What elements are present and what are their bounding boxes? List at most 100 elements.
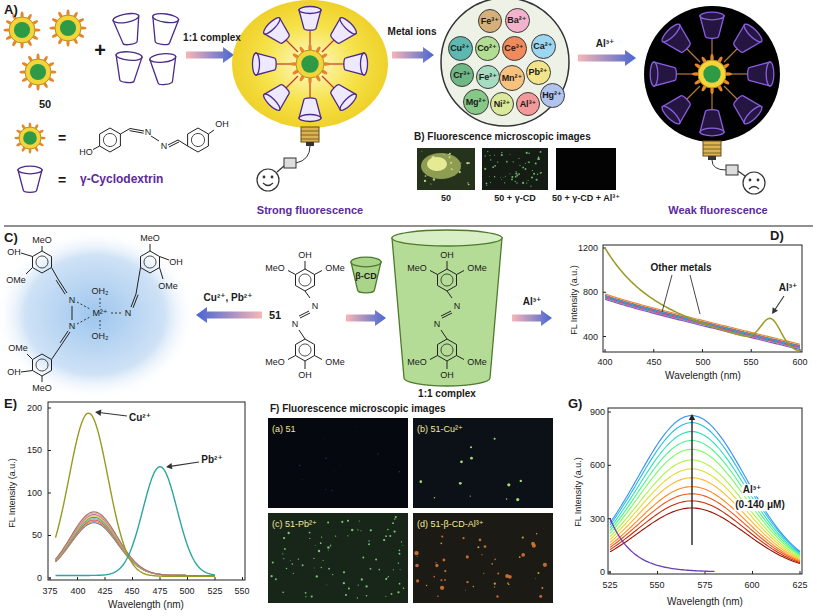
axis-tick-mark <box>605 349 606 352</box>
fluorescent-speck <box>356 426 358 428</box>
chemical-bond <box>441 311 451 316</box>
linker-line <box>322 76 334 88</box>
atom-label: M²⁺ <box>92 308 107 318</box>
bulb-thread <box>301 131 319 132</box>
spectrum-curve <box>610 460 800 557</box>
axis-tick-mark <box>132 577 133 580</box>
chemical-bond <box>160 257 170 261</box>
micrograph <box>556 148 616 190</box>
annotation: B) Fluorescence microscopic images <box>414 131 591 143</box>
fluorescent-speck <box>462 537 464 539</box>
node-text: (c) 51-Pb²⁺ <box>268 517 321 531</box>
cyclodextrin-cup <box>18 166 42 192</box>
aromatic-circle <box>299 274 311 286</box>
core-ring <box>698 60 726 88</box>
fluorescent-speck <box>325 458 327 460</box>
cup-rim <box>351 257 381 267</box>
node-text: (d) 51-β-CD-Al³⁺ <box>413 517 487 531</box>
core-center <box>23 131 37 145</box>
benzene-ring <box>438 269 457 291</box>
axis-tick: 500 <box>179 586 194 596</box>
cyclodextrin-cup <box>149 53 178 86</box>
pointer-line <box>101 413 127 416</box>
annotation: Cu²⁺ <box>129 412 151 424</box>
fluorescent-speck <box>516 171 517 172</box>
fluorescent-speck <box>539 595 542 598</box>
fluorescent-speck <box>383 539 385 541</box>
fluorescent-speck <box>416 556 418 558</box>
core-ring <box>55 15 81 41</box>
fluorescent-speck <box>489 175 491 177</box>
fluorescent-speck <box>530 186 531 187</box>
fluorescent-speck <box>399 569 401 571</box>
fluorescent-speck <box>443 154 444 155</box>
node-text: Ce³⁺ <box>504 43 523 53</box>
core-ring <box>25 59 51 85</box>
core-ring <box>9 17 35 43</box>
atom-label: OH <box>298 250 312 260</box>
core-center <box>30 64 46 80</box>
node-text: Co²⁺ <box>477 43 497 53</box>
compound-number: 50 <box>39 98 51 111</box>
metal-ion-circle: Ce³⁺ <box>502 36 527 61</box>
annotation: (0-140 μM) <box>734 499 785 511</box>
cartoon-face <box>743 172 765 194</box>
fluorescent-speck <box>515 181 516 182</box>
fluorescent-speck <box>522 167 524 169</box>
node-text: Fe²⁺ <box>479 72 497 82</box>
annotation: Other metals <box>650 262 711 274</box>
micrograph <box>417 148 475 190</box>
node-text: Ba²⁺ <box>507 15 526 25</box>
fluorescent-speck <box>389 535 391 537</box>
fluorescent-speck <box>437 595 439 597</box>
cyclodextrin-cup <box>262 16 294 48</box>
fluorescent-speck <box>528 162 530 164</box>
azine-core-icon <box>14 122 45 153</box>
axis-tick-mark <box>657 571 658 574</box>
fluorescent-speck <box>332 574 333 575</box>
chemical-bond <box>315 271 323 275</box>
benzene-ring <box>33 251 52 273</box>
leader-line <box>690 275 700 314</box>
fluorescent-speck <box>313 558 314 559</box>
atom-label: OMe <box>467 263 487 273</box>
fluorescent-speck <box>440 542 442 544</box>
pointer-line <box>775 296 784 309</box>
fluorescent-speck <box>399 550 401 552</box>
annotation: Al³⁺ <box>742 484 763 496</box>
fluorescent-speck <box>481 554 482 555</box>
node-text: Hg²⁺ <box>542 90 562 100</box>
fluorescent-speck <box>536 179 538 181</box>
fluorescent-speck <box>330 544 331 545</box>
node-text: Pb²⁺ <box>528 67 547 77</box>
axis-tick: 375 <box>42 586 57 596</box>
cartoon-arm <box>277 166 284 172</box>
atom-label: MeO <box>265 357 285 367</box>
fluorescent-speck <box>427 162 429 164</box>
atom-label: N <box>145 127 152 137</box>
axis-tick-mark <box>608 465 611 466</box>
cyclodextrin-cup <box>650 62 676 86</box>
axis-tick-mark <box>608 412 611 413</box>
chemical-bond <box>42 246 43 251</box>
axis-title: FL Intensity (a.u.) <box>569 265 579 335</box>
bulb-thread <box>301 139 319 140</box>
aromatic-circle <box>299 344 311 356</box>
lamp-switch <box>284 158 296 168</box>
chemical-bond <box>27 354 33 360</box>
chemical-bond <box>305 361 306 369</box>
fluorescent-speck <box>494 586 495 587</box>
cup-rim <box>700 128 724 136</box>
fluorescent-speck <box>449 153 451 155</box>
fluorescent-speck <box>325 489 326 490</box>
fluorescent-speck <box>460 460 463 463</box>
cup-rim <box>262 92 283 113</box>
fluorescent-speck <box>327 522 329 524</box>
fluorescent-speck <box>442 159 443 160</box>
fluorescent-speck <box>335 535 336 536</box>
atom-label: N <box>125 308 132 318</box>
chemical-bond <box>60 331 68 343</box>
fluorescent-speck <box>402 545 404 547</box>
aromatic-circle <box>144 256 156 268</box>
fluorescent-speck <box>532 170 533 171</box>
